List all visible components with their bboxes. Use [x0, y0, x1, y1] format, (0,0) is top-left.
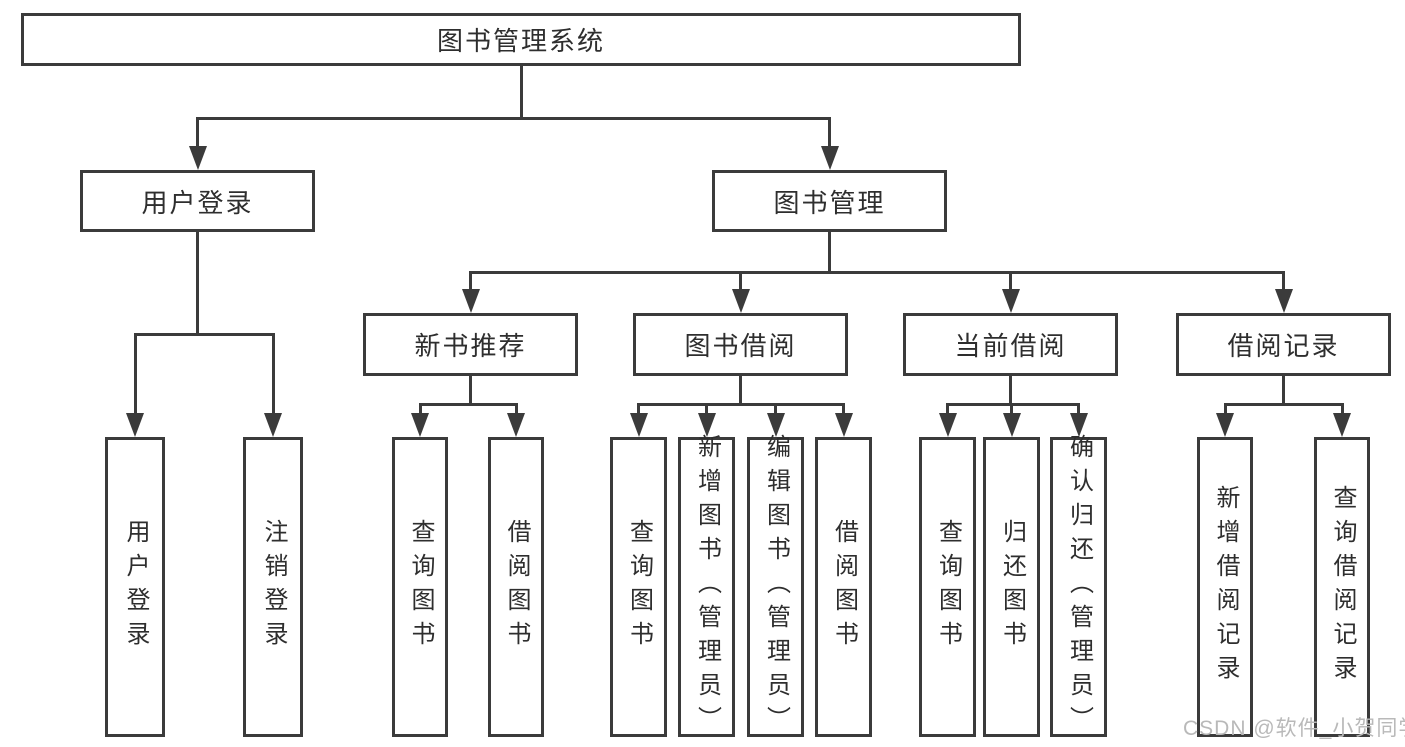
arrow-down-icon [507, 413, 525, 437]
leaf-confirm-return-admin: 确认归还（管理员） [1050, 434, 1107, 740]
node-book-management-label: 图书管理 [773, 187, 886, 218]
leaf-borrow-books: 借阅图书 [815, 437, 872, 737]
arrow-down-icon [766, 413, 785, 437]
node-borrowing-records-label: 借阅记录 [1227, 331, 1340, 361]
leaf-borrow-books-label: 借阅图书 [830, 519, 858, 655]
arrow-down-icon [731, 289, 750, 313]
node-new-book-recommend: 新书推荐 [363, 313, 578, 376]
connector-line [774, 403, 777, 417]
leaf-confirm-return-admin-label: 确认归还（管理员） [1065, 434, 1093, 740]
node-book-management: 图书管理 [712, 170, 947, 232]
arrow-down-icon [629, 413, 648, 437]
leaf-query-books-recommend-label: 查询图书 [407, 519, 434, 655]
node-user-login-label: 用户登录 [141, 187, 254, 218]
leaf-query-books-borrowing-label: 查询图书 [625, 519, 653, 655]
connector-line [1223, 403, 1344, 406]
connector-line [1282, 376, 1285, 406]
leaf-edit-books-admin: 编辑图书（管理员） [747, 434, 804, 740]
connector-line [418, 403, 518, 406]
connector-line [1282, 271, 1285, 293]
leaf-query-borrow-record: 查询借阅记录 [1314, 437, 1370, 737]
arrow-down-icon [834, 413, 853, 437]
connector-line [739, 271, 742, 293]
connector-line [637, 403, 845, 406]
connector-line [946, 403, 949, 417]
leaf-user-login: 用户登录 [105, 437, 165, 737]
arrow-down-icon [1216, 413, 1234, 437]
connector-line [469, 376, 472, 406]
arrow-down-icon [697, 413, 716, 437]
connector-line [196, 117, 831, 120]
node-current-borrowing: 当前借阅 [903, 313, 1118, 376]
connector-line [828, 117, 831, 149]
node-book-borrowing: 图书借阅 [633, 313, 848, 376]
connector-line [519, 66, 523, 120]
arrow-down-icon [938, 413, 957, 437]
leaf-query-books-borrowing: 查询图书 [610, 437, 667, 737]
arrow-down-icon [126, 413, 144, 437]
leaf-query-books-current-label: 查询图书 [934, 519, 962, 655]
connector-line [1223, 403, 1227, 417]
connector-line [637, 403, 640, 417]
connector-line [705, 403, 708, 417]
connector-line [469, 271, 1285, 274]
connector-line [514, 403, 518, 417]
arrow-down-icon [411, 413, 429, 437]
arrow-down-icon [820, 146, 839, 170]
arrow-down-icon [264, 413, 282, 437]
arrow-down-icon [1002, 413, 1021, 437]
connector-line [133, 333, 275, 336]
connector-line [1077, 403, 1080, 417]
connector-line [842, 403, 845, 417]
connector-line [739, 376, 742, 406]
arrow-down-icon [188, 146, 207, 170]
connector-line [1009, 271, 1012, 293]
leaf-logout: 注销登录 [243, 437, 303, 737]
connector-line [196, 232, 199, 336]
connector-line [418, 403, 422, 417]
node-user-login: 用户登录 [80, 170, 315, 232]
csdn-watermark: CSDN @软件_小贺同学 [1183, 717, 1405, 740]
leaf-query-borrow-record-label: 查询借阅记录 [1329, 485, 1356, 689]
arrow-down-icon [461, 289, 480, 313]
leaf-add-borrow-record-label: 新增借阅记录 [1212, 485, 1239, 689]
node-new-book-recommend-label: 新书推荐 [414, 331, 527, 361]
connector-line [469, 271, 472, 293]
connector-line [946, 403, 1080, 406]
leaf-return-books-label: 归还图书 [998, 519, 1026, 655]
leaf-return-books: 归还图书 [983, 437, 1040, 737]
leaf-add-books-admin-label: 新增图书（管理员） [693, 434, 721, 740]
connector-line [1340, 403, 1344, 417]
node-root: 图书管理系统 [21, 13, 1021, 66]
leaf-add-books-admin: 新增图书（管理员） [678, 434, 735, 740]
arrow-down-icon [1001, 289, 1020, 313]
connector-line [196, 117, 199, 149]
leaf-query-books-recommend: 查询图书 [392, 437, 448, 737]
arrow-down-icon [1069, 413, 1088, 437]
connector-line [828, 232, 831, 274]
connector-line [1010, 403, 1013, 417]
leaf-borrow-books-recommend-label: 借阅图书 [503, 519, 530, 655]
node-borrowing-records: 借阅记录 [1176, 313, 1391, 376]
leaf-query-books-current: 查询图书 [919, 437, 976, 737]
arrow-down-icon [1333, 413, 1351, 437]
node-current-borrowing-label: 当前借阅 [954, 331, 1067, 361]
connector-line [271, 333, 275, 415]
leaf-user-login-label: 用户登录 [122, 519, 149, 655]
leaf-borrow-books-recommend: 借阅图书 [488, 437, 544, 737]
leaf-add-borrow-record: 新增借阅记录 [1197, 437, 1253, 737]
leaf-logout-label: 注销登录 [260, 519, 287, 655]
node-root-label: 图书管理系统 [436, 26, 605, 56]
node-book-borrowing-label: 图书借阅 [684, 331, 797, 361]
arrow-down-icon [1274, 289, 1293, 313]
leaf-edit-books-admin-label: 编辑图书（管理员） [762, 434, 790, 740]
connector-line [1009, 376, 1012, 406]
connector-line [133, 333, 137, 415]
